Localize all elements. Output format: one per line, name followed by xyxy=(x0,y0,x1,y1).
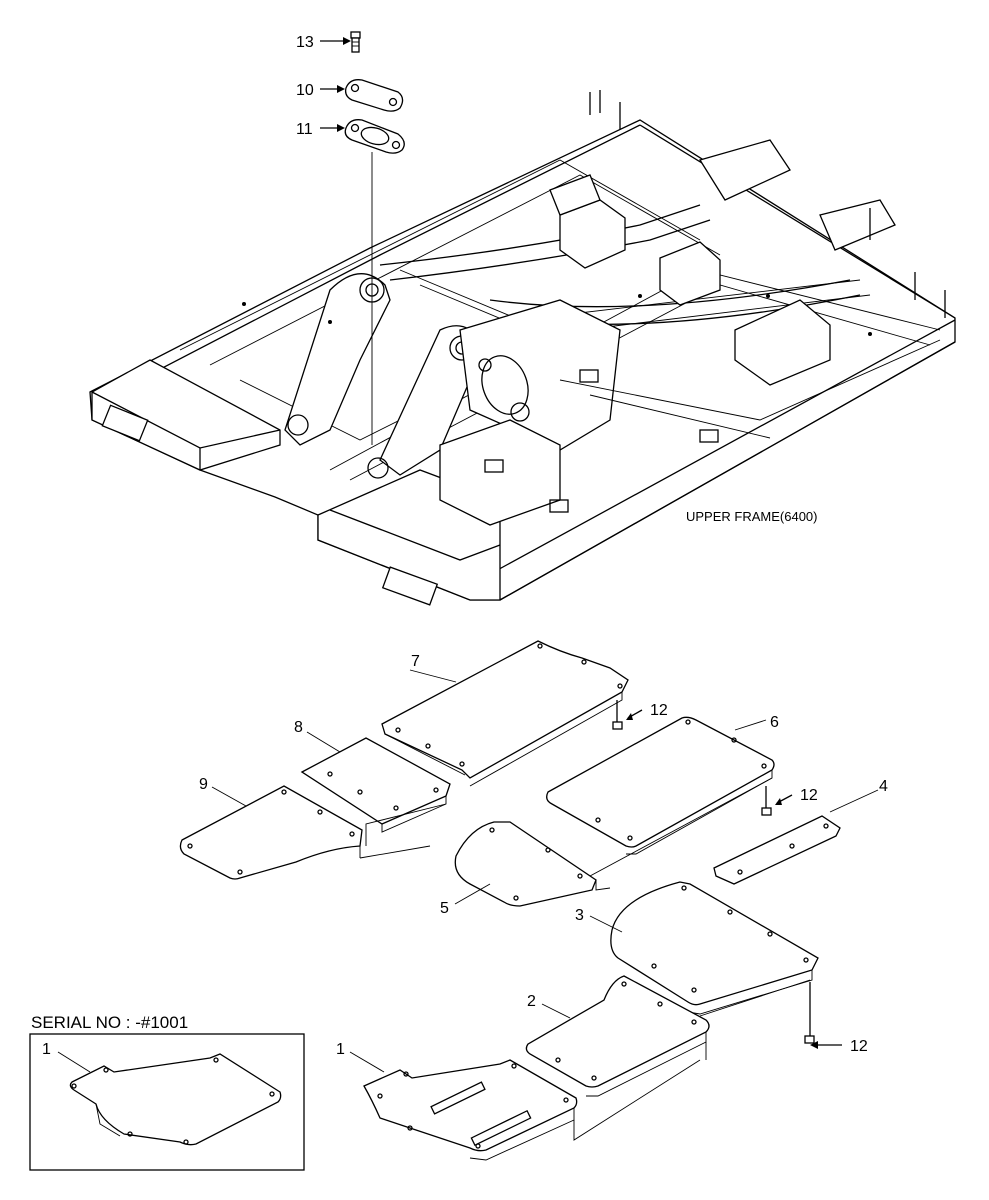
part-4-plate xyxy=(713,789,879,885)
part-1-plate xyxy=(349,1051,701,1161)
serial-caption: SERIAL NO : -#1001 xyxy=(31,1013,188,1032)
inset-label-1: 1 xyxy=(42,1041,51,1058)
label-6: 6 xyxy=(770,714,779,731)
label-5: 5 xyxy=(440,900,449,917)
part-11-gasket xyxy=(320,119,405,445)
part-12-bolt-upper xyxy=(612,700,643,730)
part-10-cover xyxy=(320,79,404,112)
label-4: 4 xyxy=(879,778,888,795)
label-10: 10 xyxy=(296,82,314,99)
serial-inset-box xyxy=(29,1033,305,1171)
label-3: 3 xyxy=(575,907,584,924)
label-8: 8 xyxy=(294,719,303,736)
label-13: 13 xyxy=(296,34,314,51)
part-7-plate xyxy=(381,640,629,787)
part-9-plate xyxy=(179,785,431,880)
label-1: 1 xyxy=(336,1041,345,1058)
upper-frame-drawing xyxy=(89,90,956,606)
label-11: 11 xyxy=(296,121,313,138)
inset-part-1-plate xyxy=(57,1051,282,1146)
part-12-bolt-lower xyxy=(804,982,842,1049)
part-6-plate xyxy=(546,716,775,877)
part-3-plate xyxy=(589,881,819,1017)
label-9: 9 xyxy=(199,776,208,793)
label-2: 2 xyxy=(527,993,536,1010)
part-12-bolt-middle xyxy=(761,786,793,816)
part-2-plate xyxy=(525,975,710,1097)
label-12-middle: 12 xyxy=(800,787,818,804)
upper-frame-caption: UPPER FRAME(6400) xyxy=(686,509,817,524)
part-8-plate xyxy=(300,731,451,846)
label-12-upper: 12 xyxy=(650,702,668,719)
label-12-lower: 12 xyxy=(850,1038,868,1055)
part-13-bolt xyxy=(320,31,361,53)
part-5-plate xyxy=(454,821,611,907)
label-7: 7 xyxy=(411,653,420,670)
